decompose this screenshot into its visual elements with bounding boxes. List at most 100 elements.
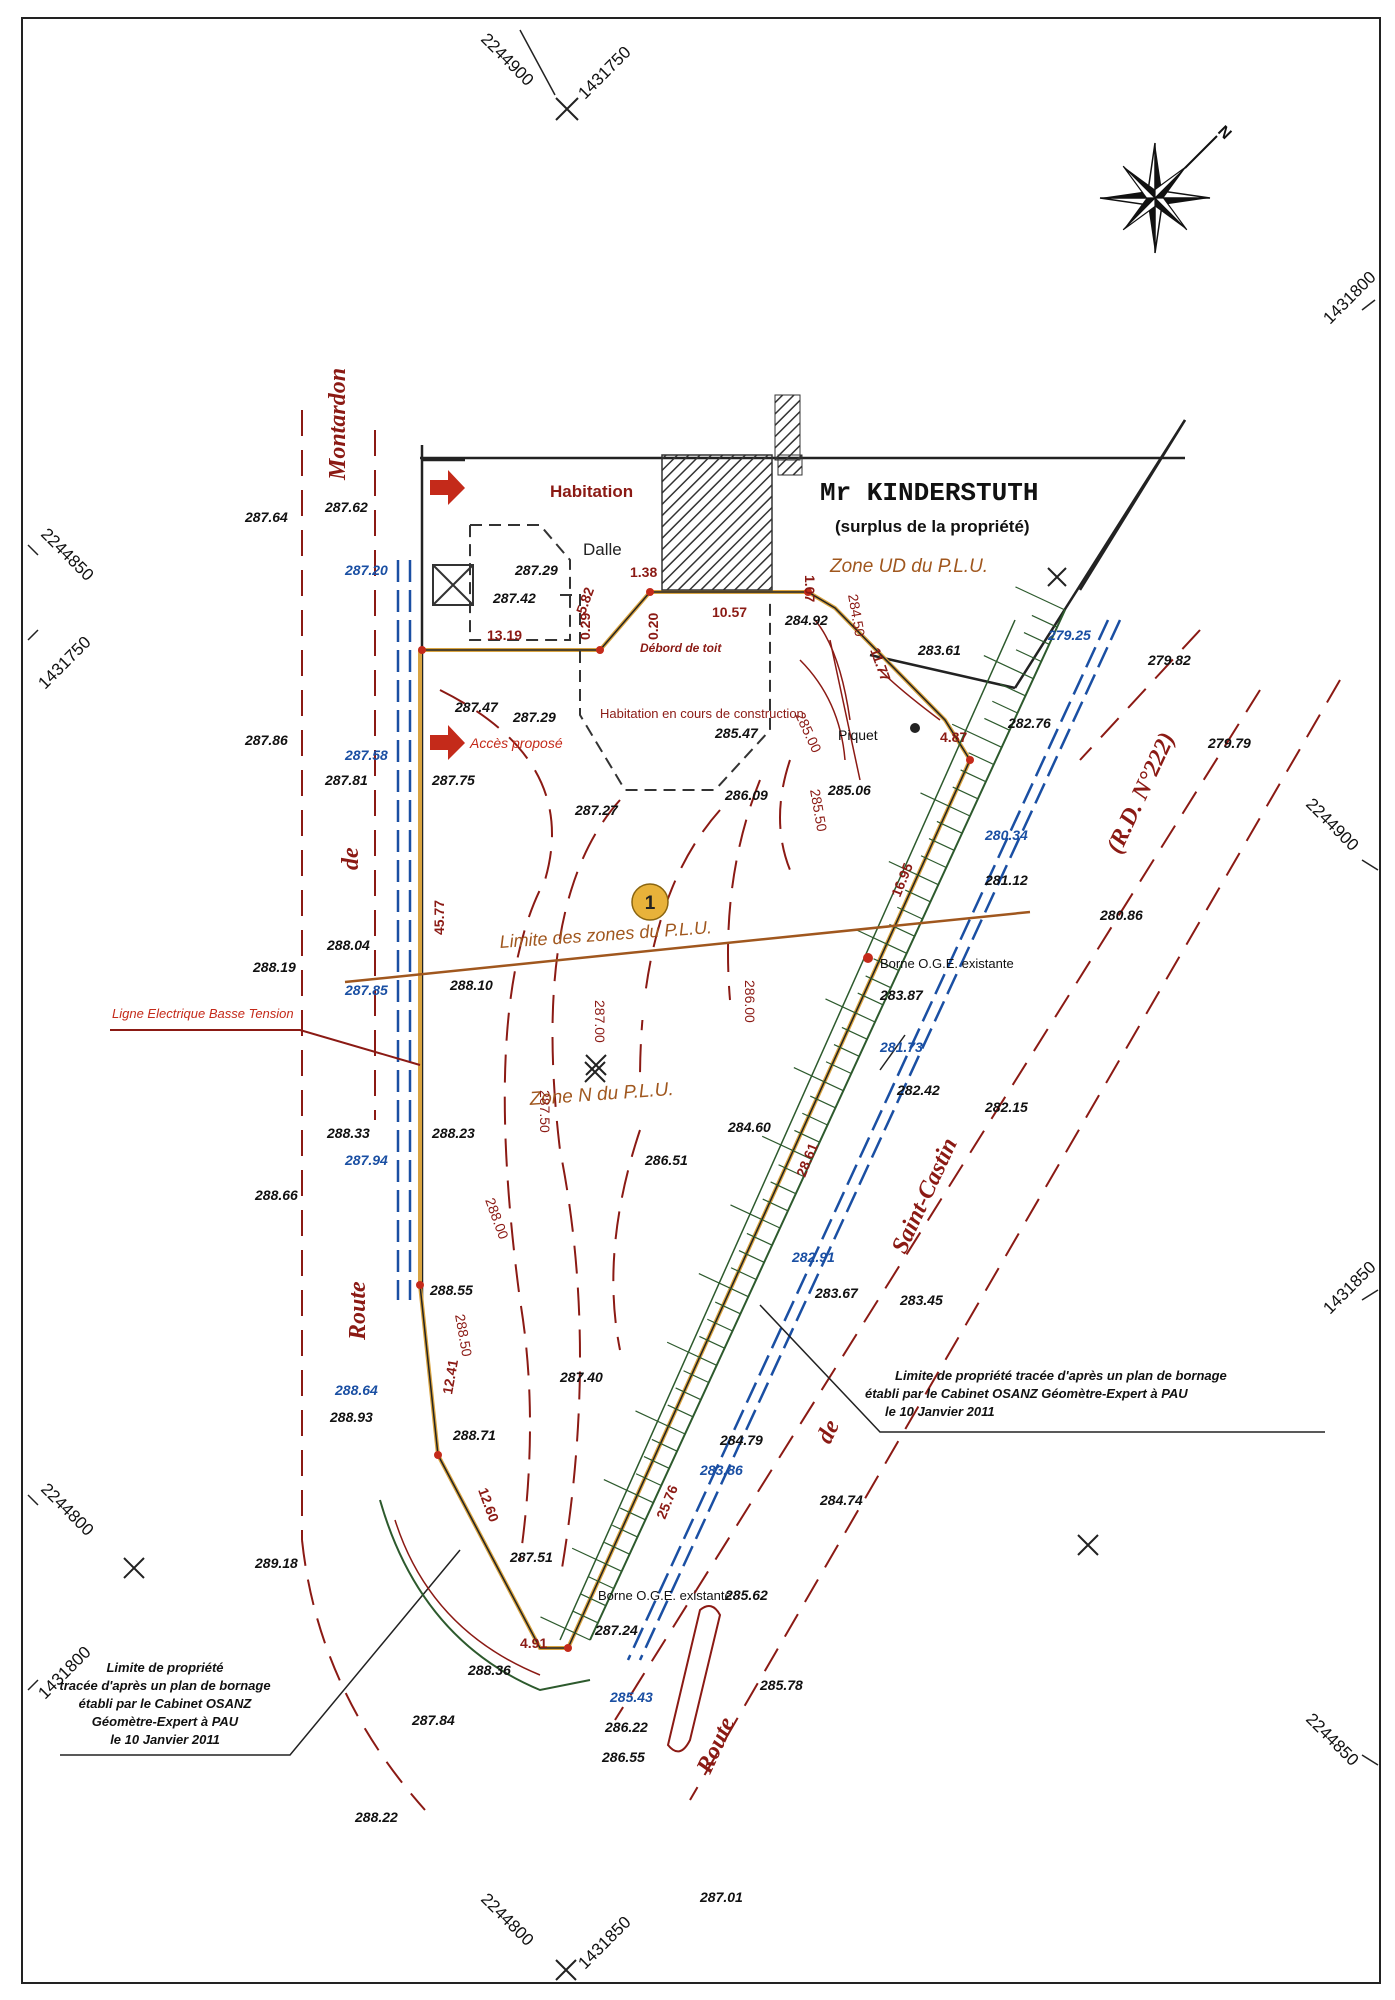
svg-text:288.33: 288.33	[326, 1125, 370, 1141]
svg-text:282.42: 282.42	[896, 1082, 940, 1098]
dalle-outline	[469, 524, 571, 641]
slope-tick	[714, 1301, 741, 1315]
grid-cross	[1047, 567, 1067, 587]
slope-tick	[825, 1061, 852, 1075]
svg-text:283.67: 283.67	[814, 1285, 859, 1301]
svg-text:286.22: 286.22	[604, 1719, 648, 1735]
slope-tick	[952, 786, 979, 800]
slope-tick	[540, 1616, 591, 1641]
slope-tick	[960, 769, 987, 783]
piquet-marker-icon	[910, 723, 920, 733]
svg-text:287.84: 287.84	[411, 1712, 455, 1728]
svg-text:288.50: 288.50	[452, 1313, 475, 1358]
slope-tick	[770, 1181, 797, 1195]
svg-text:12.60: 12.60	[475, 1486, 502, 1525]
debord-label: Débord de toit	[640, 641, 722, 655]
svg-text:45.77: 45.77	[431, 900, 447, 935]
svg-text:287.50: 287.50	[537, 1090, 553, 1133]
slope-tick	[794, 1129, 820, 1143]
svg-text:1.38: 1.38	[630, 564, 657, 580]
slope-tick	[1015, 649, 1042, 663]
slope-tick	[683, 1370, 710, 1384]
construction-outline	[560, 594, 771, 791]
coord-right-4: 2244850	[1302, 1709, 1362, 1769]
contour-labels: 285.00 285.50 286.00 287.00 287.50 288.0…	[452, 593, 868, 1358]
slope-tick	[571, 1547, 622, 1572]
borne-top-label: Borne O.G.E. existante	[880, 956, 1014, 971]
grid-cross	[1077, 1534, 1099, 1556]
piquet-label: Piquet	[838, 727, 878, 743]
right-road-blue-edges	[626, 619, 1122, 1661]
coord-bottom-a: 2244800	[477, 1889, 537, 1949]
slope-tick	[809, 1095, 836, 1109]
svg-text:le 10 Janvier 2011: le 10 Janvier 2011	[110, 1732, 220, 1747]
svg-text:4.87: 4.87	[940, 729, 967, 745]
coord-bottom-b: 1431850	[574, 1913, 634, 1973]
existing-house	[661, 454, 773, 591]
svg-text:280.34: 280.34	[984, 827, 1028, 843]
svg-text:280.86: 280.86	[1099, 907, 1143, 923]
svg-text:282.76: 282.76	[1007, 715, 1051, 731]
svg-text:288.93: 288.93	[329, 1409, 373, 1425]
svg-text:285.78: 285.78	[759, 1677, 803, 1693]
slope-tick	[604, 1541, 630, 1555]
note-right: Limite de propriété tracée d'après un pl…	[865, 1368, 1227, 1419]
road-island	[666, 1605, 722, 1753]
svg-text:285.43: 285.43	[609, 1689, 653, 1705]
svg-text:285.62: 285.62	[724, 1587, 768, 1603]
slope-tick	[825, 998, 876, 1023]
svg-text:288.22: 288.22	[354, 1809, 398, 1825]
road-left-c: Montardon	[325, 368, 351, 481]
svg-text:284.79: 284.79	[719, 1432, 763, 1448]
slope-tick	[746, 1232, 773, 1246]
road-right-rd: (R.D. N°222)	[1102, 728, 1181, 857]
compass-n-label: N	[1214, 123, 1234, 143]
slope-tick	[707, 1318, 733, 1332]
svg-text:287.40: 287.40	[559, 1369, 603, 1385]
road-right-c: Saint-Castin	[887, 1134, 963, 1257]
labels: Mr KINDERSTUTH (surplus de la propriété)…	[59, 368, 1251, 1905]
svg-text:287.62: 287.62	[324, 499, 368, 515]
survey-points	[416, 588, 974, 1652]
svg-text:281.12: 281.12	[984, 872, 1028, 888]
slope-tick	[698, 1273, 749, 1298]
slope-tick	[738, 1250, 765, 1263]
svg-text:283.45: 283.45	[899, 1292, 943, 1308]
svg-text:établi par le Cabinet OSANZ: établi par le Cabinet OSANZ	[79, 1696, 253, 1711]
svg-text:285.50: 285.50	[807, 788, 830, 833]
slope-tick	[984, 717, 1010, 731]
slope-tick	[603, 1479, 654, 1504]
left-road-blue-edges	[396, 560, 412, 1300]
slope-tick	[936, 820, 963, 834]
svg-text:285.06: 285.06	[827, 782, 871, 798]
slope-tick	[865, 975, 892, 989]
svg-text:288.66: 288.66	[254, 1187, 298, 1203]
power-line-label: Ligne Electrique Basse Tension	[112, 1006, 294, 1021]
slope-tick	[920, 855, 947, 869]
parcel-number-badge	[631, 883, 669, 921]
svg-text:287.29: 287.29	[514, 562, 558, 578]
slope-tick	[667, 1404, 694, 1418]
bottom-curve-boundary	[379, 1499, 591, 1692]
svg-text:286.51: 286.51	[644, 1152, 688, 1168]
road-edges	[301, 410, 1341, 1811]
svg-text:279.79: 279.79	[1207, 735, 1251, 751]
svg-text:10.57: 10.57	[712, 604, 747, 620]
svg-text:288.00: 288.00	[482, 1196, 512, 1242]
acces-label: Accès proposé	[469, 735, 563, 751]
coord-left-2: 1431750	[34, 633, 94, 693]
slope-tick	[1015, 586, 1066, 611]
contour-lines	[439, 689, 791, 1581]
coord-left-1: 2244850	[37, 524, 97, 584]
slope-tick	[904, 889, 931, 903]
svg-text:1.07: 1.07	[802, 575, 818, 602]
svg-text:287.85: 287.85	[344, 982, 388, 998]
svg-text:282.91: 282.91	[791, 1249, 835, 1265]
page-frame	[21, 17, 1381, 1984]
dalle-label: Dalle	[583, 540, 622, 559]
svg-text:287.29: 287.29	[512, 709, 556, 725]
slope-tick	[897, 906, 923, 920]
svg-text:286.00: 286.00	[742, 980, 758, 1023]
svg-text:287.27: 287.27	[574, 802, 619, 818]
svg-text:285.00: 285.00	[792, 710, 825, 756]
